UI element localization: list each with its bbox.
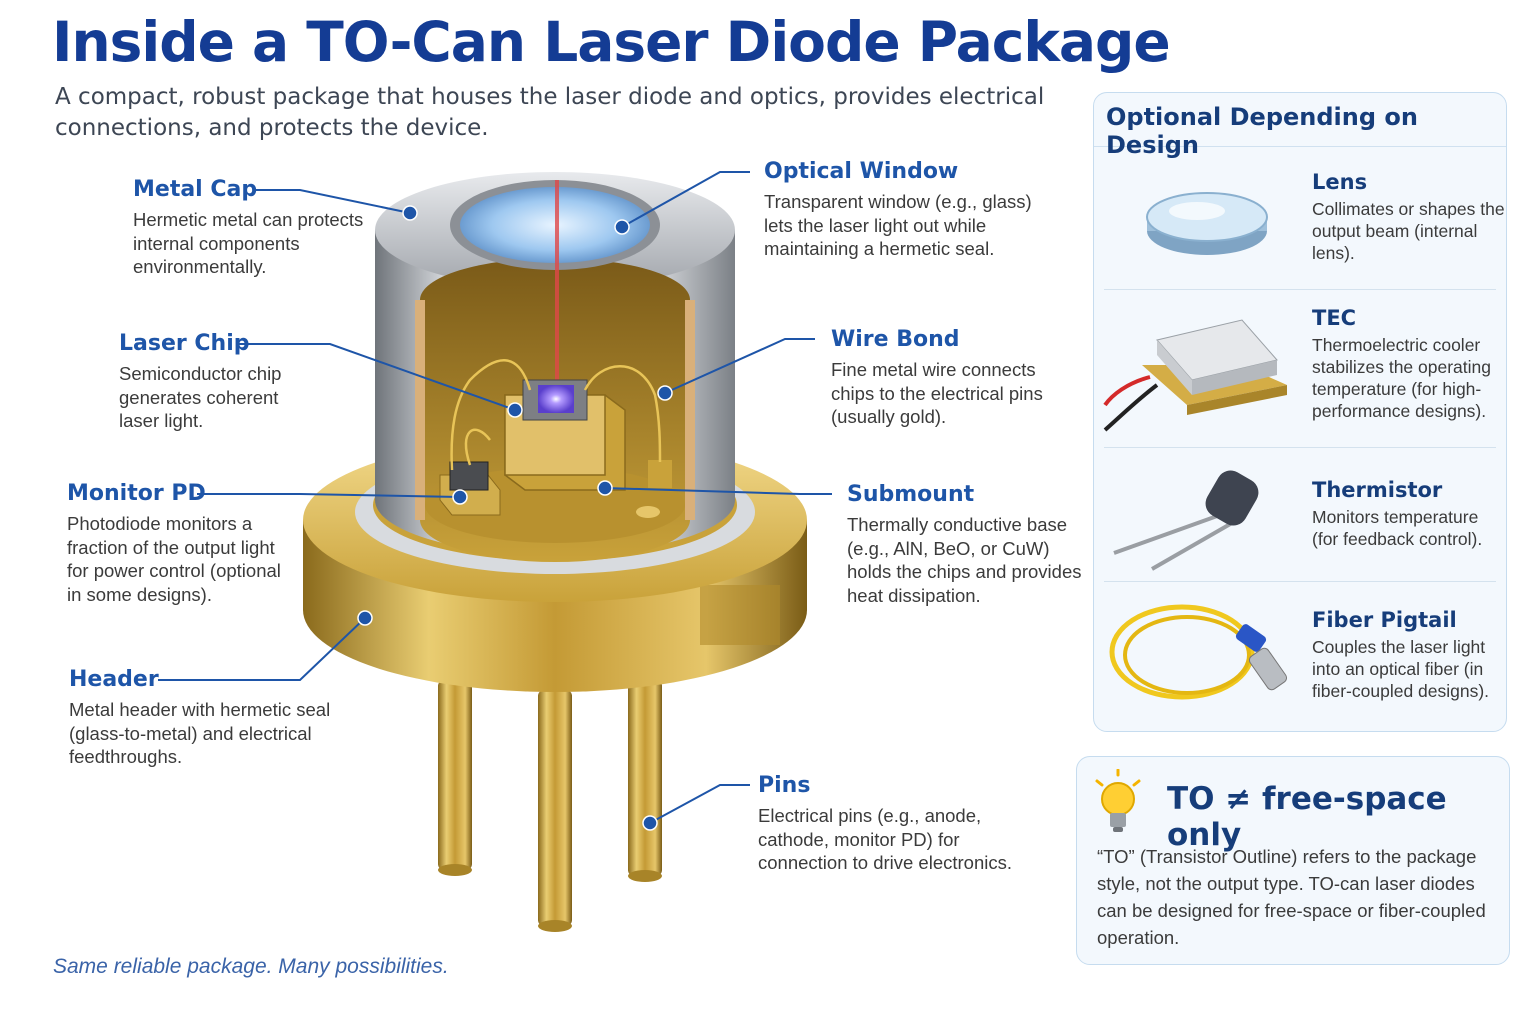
- optional-item-lens: Lens Collimates or shapes the output bea…: [1094, 169, 1506, 281]
- callout-header: Header Metal header with hermetic seal (…: [69, 666, 331, 769]
- callout-optical-window-title: Optical Window: [764, 159, 959, 184]
- page-title: Inside a TO-Can Laser Diode Package: [52, 10, 1171, 74]
- callout-optical-window-desc: Transparent window (e.g., glass) lets th…: [764, 191, 1032, 259]
- tec-icon: [1102, 305, 1302, 440]
- optional-item-tec-desc: Thermoelectric cooler stabilizes the ope…: [1312, 335, 1491, 421]
- callout-wire-bond-title: Wire Bond: [831, 327, 960, 352]
- callout-laser-chip-title: Laser Chip: [119, 331, 250, 356]
- callout-wire-bond-desc: Fine metal wire connects chips to the el…: [831, 359, 1043, 427]
- callout-header-desc: Metal header with hermetic seal (glass-t…: [69, 699, 331, 767]
- callout-pins-desc: Electrical pins (e.g., anode, cathode, m…: [758, 805, 1012, 873]
- optional-item-fiber-pigtail-desc: Couples the laser light into an optical …: [1312, 637, 1490, 701]
- optional-item-thermistor: Thermistor Monitors temperature (for fee…: [1094, 470, 1506, 587]
- leader-dots: [357, 205, 673, 831]
- callout-submount-title: Submount: [847, 482, 975, 507]
- lens-icon: [1102, 183, 1302, 268]
- to-can-diagram: [158, 171, 832, 932]
- callout-metal-cap-desc: Hermetic metal can protects internal com…: [133, 209, 364, 277]
- callout-submount-desc: Thermally conductive base (e.g., AlN, Be…: [847, 514, 1082, 606]
- optional-item-tec-name: TEC: [1312, 306, 1357, 330]
- footer-tagline: Same reliable package. Many possibilitie…: [53, 955, 449, 978]
- callout-optical-window: Optical Window Transparent window (e.g.,…: [764, 158, 1064, 261]
- callout-metal-cap: Metal Cap Hermetic metal can protects in…: [133, 176, 383, 279]
- fiber-pigtail-icon: [1102, 597, 1302, 717]
- callout-wire-bond: Wire Bond Fine metal wire connects chips…: [831, 326, 1061, 429]
- callout-monitor-pd: Monitor PD Photodiode monitors a fractio…: [67, 480, 292, 606]
- optional-item-lens-name: Lens: [1312, 170, 1368, 194]
- callout-header-title: Header: [69, 667, 159, 692]
- note-title: TO ≠ free-space only: [1167, 781, 1447, 853]
- optional-item-fiber-pigtail: Fiber Pigtail Couples the laser light in…: [1094, 604, 1506, 727]
- pins: [438, 680, 662, 932]
- page-subtitle: A compact, robust package that houses th…: [55, 84, 1045, 141]
- callout-monitor-pd-title: Monitor PD: [67, 481, 206, 506]
- optional-item-thermistor-desc: Monitors temperature (for feedback contr…: [1312, 507, 1483, 549]
- optional-panel-title: Optional Depending on Design: [1094, 93, 1506, 159]
- thermistor-icon: [1102, 465, 1302, 580]
- note-text: “TO” (Transistor Outline) refers to the …: [1097, 846, 1486, 948]
- lightbulb-icon: [1093, 768, 1143, 842]
- callout-metal-cap-title: Metal Cap: [133, 177, 258, 202]
- note-box: TO ≠ free-space only “TO” (Transistor Ou…: [1076, 756, 1510, 965]
- optional-item-fiber-pigtail-name: Fiber Pigtail: [1312, 608, 1457, 632]
- laser-chip-glow: [538, 385, 574, 413]
- callout-pins: Pins Electrical pins (e.g., anode, catho…: [758, 772, 1048, 875]
- callout-submount: Submount Thermally conductive base (e.g.…: [847, 481, 1083, 607]
- optional-item-thermistor-name: Thermistor: [1312, 478, 1443, 502]
- optional-item-tec: TEC Thermoelectric cooler stabilizes the…: [1094, 305, 1506, 445]
- optional-panel: Optional Depending on Design Lens Collim…: [1093, 92, 1507, 732]
- internal-components: [425, 359, 685, 543]
- callout-laser-chip-desc: Semiconductor chip generates coherent la…: [119, 363, 282, 431]
- callout-pins-title: Pins: [758, 773, 811, 798]
- optional-item-lens-desc: Collimates or shapes the output beam (in…: [1312, 199, 1505, 263]
- leader-lines: [158, 171, 832, 824]
- callout-laser-chip: Laser Chip Semiconductor chip generates …: [119, 330, 309, 433]
- callout-monitor-pd-desc: Photodiode monitors a fraction of the ou…: [67, 513, 281, 605]
